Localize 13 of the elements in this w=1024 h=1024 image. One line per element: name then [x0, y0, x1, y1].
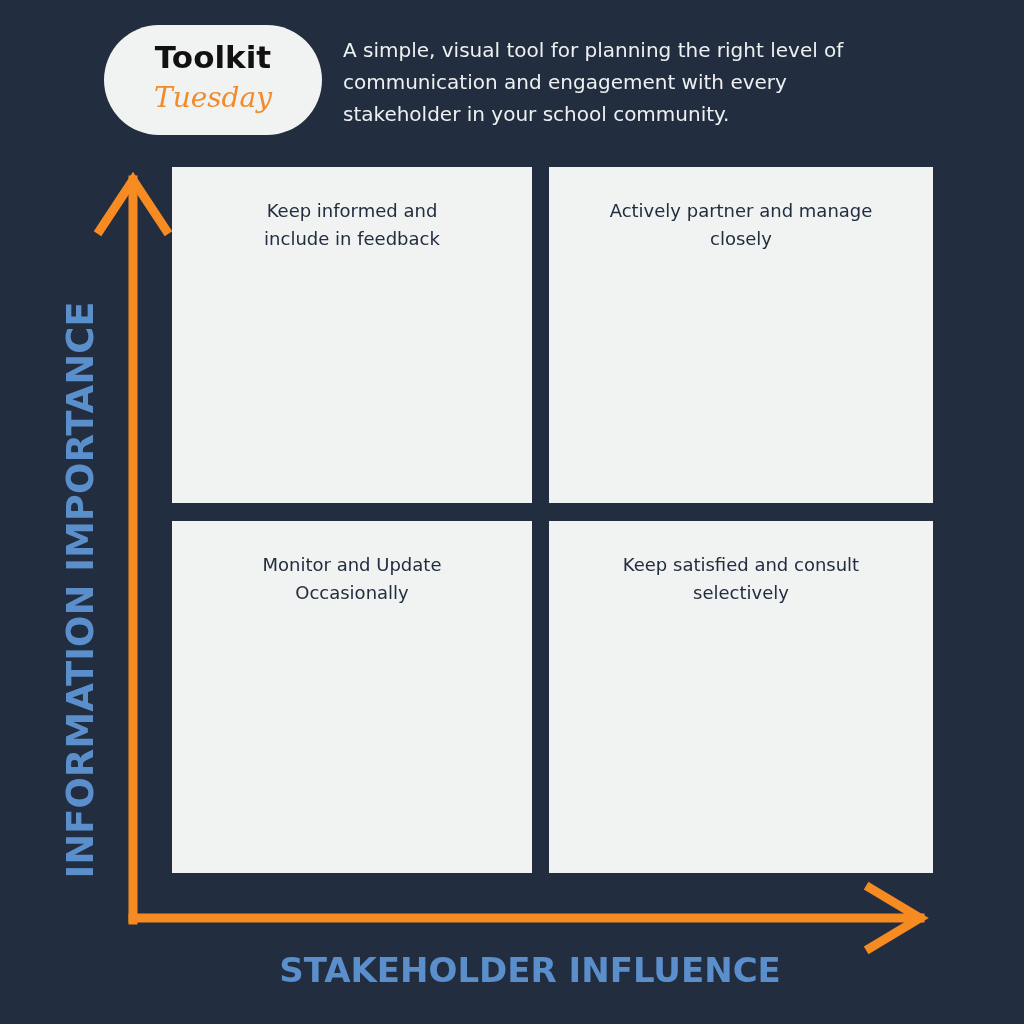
- quadrant-box: [549, 521, 933, 873]
- quadrant-box: [549, 167, 933, 503]
- badge-subtitle: Tuesday: [152, 81, 274, 114]
- axis-label: INFORMATION IMPORTANCE: [58, 301, 102, 879]
- quadrant-box: [172, 521, 532, 873]
- badge-title: Toolkit: [153, 39, 273, 75]
- quadrant-text: Keep informed and include in feedback: [263, 199, 441, 251]
- quadrant-text: Actively partner and manage closely: [608, 199, 874, 251]
- quadrant-box: [172, 167, 532, 503]
- quadrant-text: Keep satisfied and consult selectively: [621, 553, 861, 605]
- quadrant-text: Monitor and Update Occasionally: [261, 553, 443, 605]
- description-text: A simple, visual tool for planning the right level of communication and engagement with every stakeholder in your school community.: [343, 37, 845, 128]
- axis-label: STAKEHOLDER INFLUENCE: [279, 950, 781, 990]
